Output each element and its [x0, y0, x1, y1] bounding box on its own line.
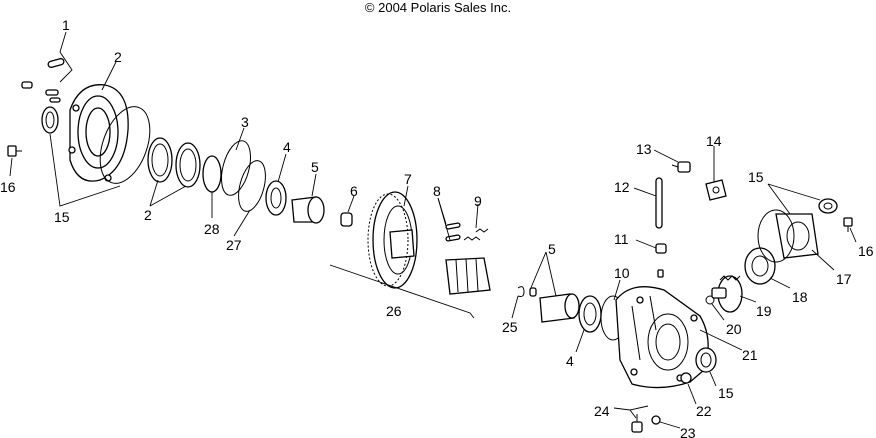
callout-1: 1 [62, 17, 70, 33]
copyright-notice: © 2004 Polaris Sales Inc. [364, 0, 512, 15]
part-3-snap-ring [221, 140, 251, 196]
part-16-bolt-right [843, 217, 853, 232]
callout-5-right: 5 [548, 241, 556, 257]
leader-lines [9, 31, 857, 429]
callout-10: 10 [614, 265, 630, 281]
callout-21: 21 [742, 347, 758, 363]
callout-20: 20 [726, 321, 742, 337]
part-8-roller-cage [445, 257, 491, 295]
callout-2-cover: 2 [114, 49, 122, 65]
part-4-bearing-left [265, 180, 287, 216]
part-15-seal-top [818, 198, 838, 214]
callout-23: 23 [680, 425, 696, 438]
callout-15-top: 15 [748, 169, 764, 185]
part-2-output-cover [68, 84, 129, 182]
callout-6: 6 [350, 183, 358, 199]
callout-7: 7 [404, 171, 412, 187]
callout-9: 9 [474, 193, 482, 209]
callout-15-left: 15 [54, 209, 70, 225]
callout-28: 28 [204, 221, 220, 237]
callout-labels: 1 2 2 3 4 4 5 5 6 7 8 9 10 11 12 13 14 1… [0, 17, 874, 438]
callout-18: 18 [792, 289, 808, 305]
part-9-springs [463, 228, 489, 241]
part-23-washer [651, 415, 661, 425]
part-27-retaining-ring [238, 160, 266, 212]
part-16-bolt-left [7, 145, 22, 157]
part-2-ring-set [147, 137, 201, 188]
callout-27: 27 [226, 237, 242, 253]
callout-12: 12 [614, 179, 630, 195]
part-11-pin [657, 269, 664, 278]
part-5-sleeve-right [529, 287, 580, 323]
callout-4-right: 4 [566, 353, 574, 369]
part-21-gearcase-housing [615, 286, 709, 389]
callout-13: 13 [636, 141, 652, 157]
part-12-shift-shaft [655, 177, 663, 229]
callout-17: 17 [836, 271, 852, 287]
part-19-pinion-gear [711, 275, 743, 313]
part-25-clip [517, 286, 525, 297]
part-15-seal-right [695, 347, 717, 373]
part-11-nut [655, 243, 667, 254]
callout-16-right: 16 [858, 243, 874, 259]
part-4-bearing-right [578, 295, 602, 333]
callout-15-bottom: 15 [718, 385, 734, 401]
callout-22: 22 [696, 403, 712, 419]
part-14-bracket [705, 179, 727, 201]
part-15-large-o-ring [99, 106, 151, 184]
part-20-o-ring [705, 295, 715, 305]
callout-24: 24 [594, 403, 610, 419]
part-26-group-bracket [329, 264, 475, 319]
callout-26: 26 [386, 303, 402, 319]
callout-4-left: 4 [283, 139, 291, 155]
callout-5-left: 5 [311, 159, 319, 175]
part-5-sleeve-left [291, 196, 325, 224]
part-7-ring-gear [367, 191, 418, 289]
part-6-pin [340, 212, 353, 227]
part-1-dowel-pins [21, 58, 65, 103]
callout-2-rings: 2 [144, 207, 152, 223]
part-18-bearing [744, 247, 776, 285]
part-15-seal-left [41, 106, 59, 134]
callout-19: 19 [756, 303, 772, 319]
part-24-drain-bolt [631, 414, 643, 433]
callout-25: 25 [502, 319, 518, 335]
callout-11: 11 [614, 231, 629, 247]
part-17-input-cover [757, 209, 819, 263]
part-8-rollers [445, 222, 461, 242]
part-28-thrust-ring [202, 155, 222, 193]
callout-14: 14 [706, 133, 722, 149]
part-22-plug [680, 372, 692, 384]
callout-16-left: 16 [0, 179, 16, 195]
callout-3: 3 [241, 114, 249, 130]
part-13-screw [671, 161, 691, 173]
callout-8: 8 [433, 183, 441, 199]
